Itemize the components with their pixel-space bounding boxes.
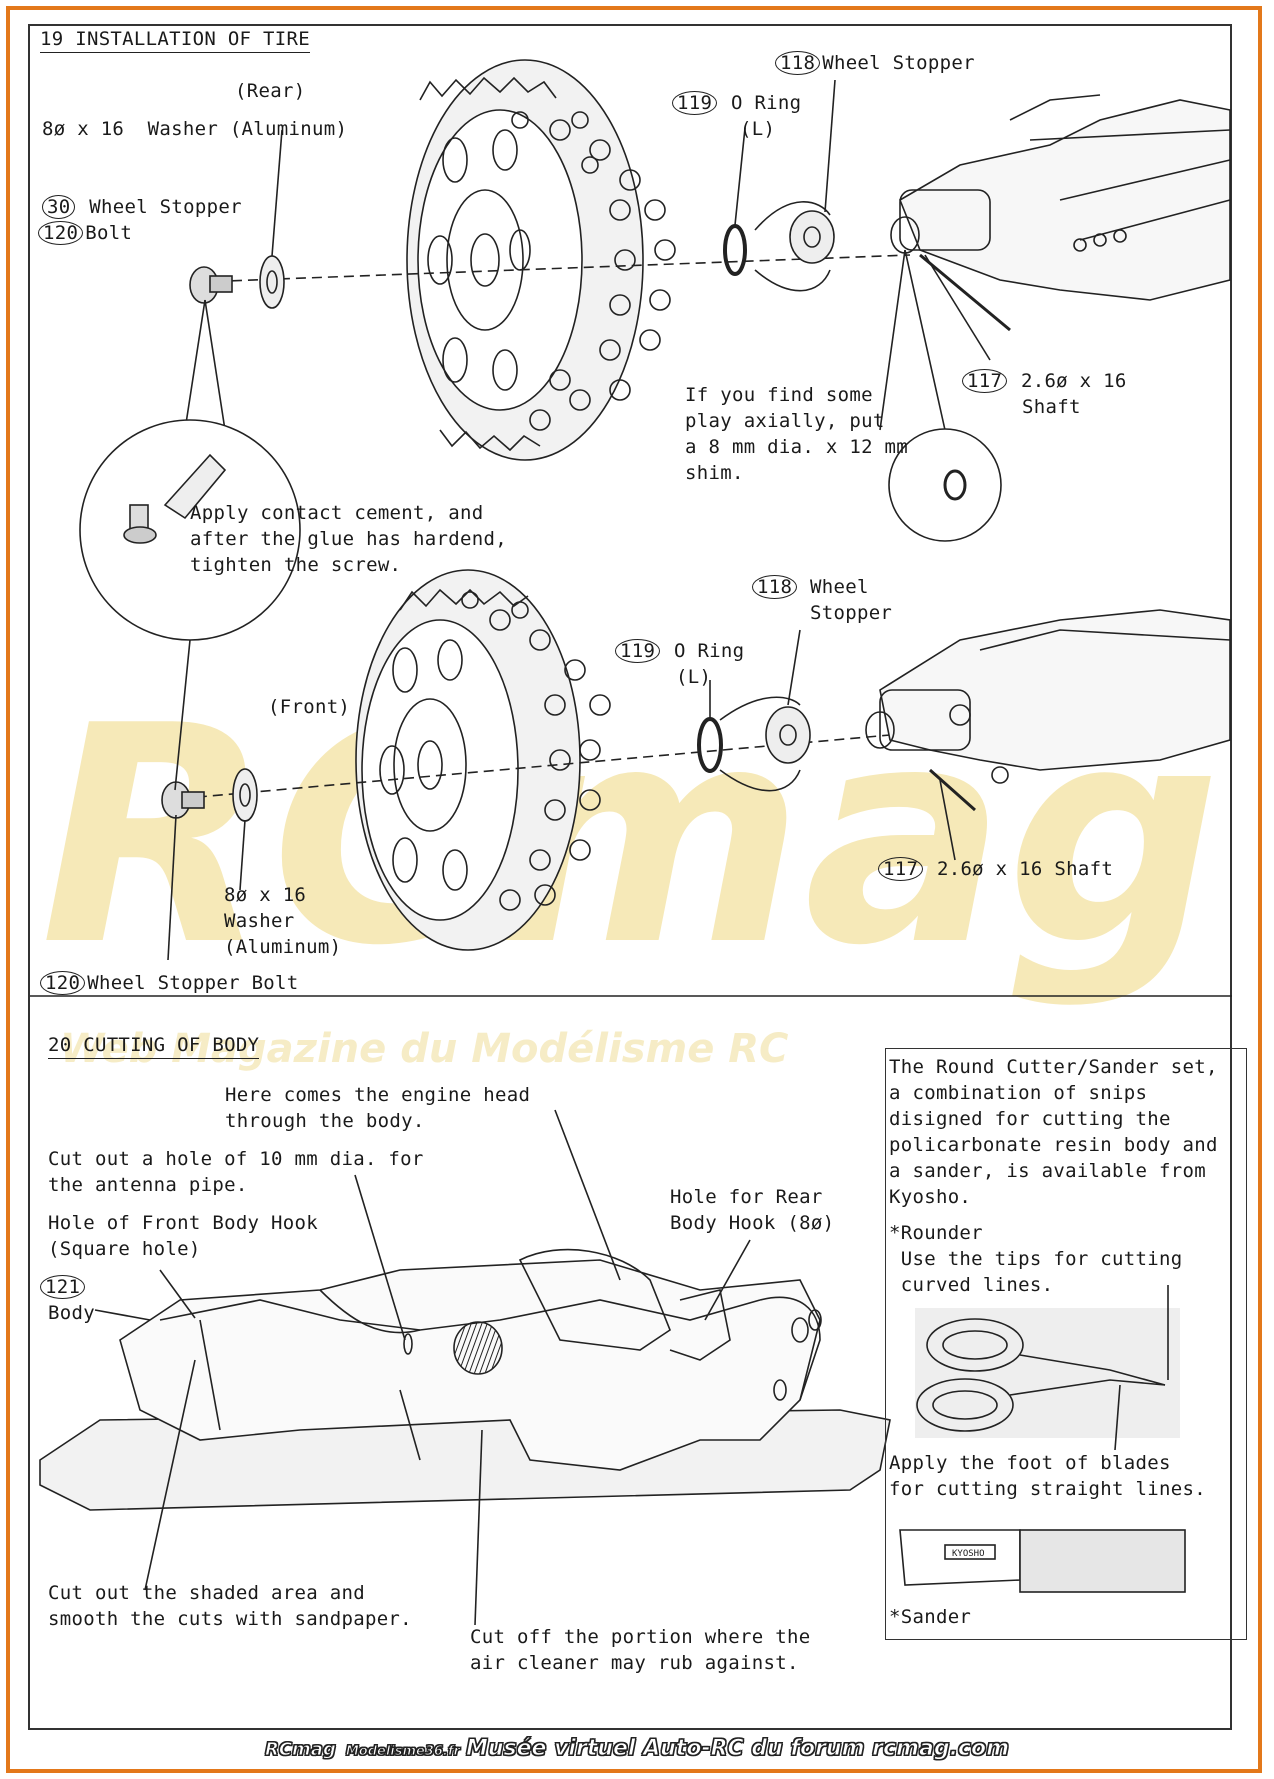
glue-bolt-icon bbox=[123, 453, 227, 544]
part-number: 119 bbox=[615, 639, 661, 663]
content-border bbox=[28, 24, 1232, 1730]
front-wheel-stopper-icon bbox=[765, 706, 811, 764]
part-number: 30 bbox=[42, 195, 76, 219]
oring-text: O Ring bbox=[730, 92, 802, 114]
rear-tire-knobs bbox=[511, 111, 676, 431]
front-axle-line bbox=[164, 734, 891, 801]
play-note: If you find some play axially, put a 8 m… bbox=[685, 384, 909, 484]
leader-line bbox=[184, 299, 206, 431]
part-number: 118 bbox=[752, 575, 798, 599]
shaft-text: 2.6ø x 16 Shaft bbox=[936, 858, 1114, 880]
front-shaft-label: 117 2.6ø x 16 Shaft bbox=[878, 856, 1113, 882]
front-oring-sub: (L) bbox=[676, 666, 712, 688]
shaft-label: 117 2.6ø x 16 bbox=[962, 368, 1127, 394]
rear-bolt-icon bbox=[189, 266, 233, 304]
rear-washer-label: 8ø x 16 Washer (Aluminum) bbox=[42, 118, 348, 140]
section-19-title: 19 INSTALLATION OF TIRE bbox=[40, 26, 310, 53]
antenna-note: Cut out a hole of 10 mm dia. for the ant… bbox=[48, 1148, 424, 1196]
sander-brand: KYOSHO bbox=[952, 1549, 985, 1559]
part-number: 117 bbox=[962, 369, 1008, 393]
part-number: 117 bbox=[878, 857, 924, 881]
footer-text: Musée virtuel Auto-RC du forum rcmag.com bbox=[465, 1736, 1010, 1762]
shaft-label-2: Shaft bbox=[1022, 396, 1081, 418]
front-wheel-stopper-label: Wheel Stopper bbox=[810, 576, 893, 624]
part-number: 120 bbox=[38, 221, 84, 245]
part-number: 118 bbox=[775, 51, 821, 75]
front-tire bbox=[355, 569, 581, 951]
front-oring-icon bbox=[697, 717, 723, 773]
section-20-title: 20 CUTTING OF BODY bbox=[48, 1032, 260, 1059]
oring-label: 119 O Ring bbox=[672, 90, 801, 116]
part-number: 119 bbox=[672, 91, 718, 115]
front-hook-note: Hole of Front Body Hook (Square hole) bbox=[48, 1212, 318, 1260]
front-label: (Front) bbox=[268, 696, 351, 718]
tool-info-text: The Round Cutter/Sander set, a combinati… bbox=[889, 1056, 1218, 1208]
wheel-stopper-text: Wheel Stopper bbox=[822, 52, 975, 74]
shim-icon bbox=[943, 469, 967, 501]
front-bolt-icon bbox=[161, 781, 205, 819]
air-cleaner-note: Cut off the portion where the air cleane… bbox=[470, 1626, 811, 1674]
rear-axle-line bbox=[199, 254, 911, 283]
rounder-snips-icon bbox=[915, 1285, 1180, 1451]
oring-sub: (L) bbox=[740, 118, 776, 140]
front-hub-assembly bbox=[865, 609, 1231, 812]
wheel-stopper-bolt-label: 30 Wheel Stopper bbox=[42, 194, 242, 220]
engine-note: Here comes the engine head through the b… bbox=[225, 1084, 531, 1132]
rear-tire bbox=[406, 59, 644, 461]
shaded-note: Cut out the shaded area and smooth the c… bbox=[48, 1582, 412, 1630]
front-tire-knobs bbox=[461, 591, 611, 911]
page-border bbox=[6, 6, 1262, 1773]
body-shell bbox=[39, 1248, 891, 1511]
bolt-text: Wheel Stopper Bolt bbox=[87, 972, 299, 994]
rear-wheel-stopper-icon bbox=[789, 210, 835, 264]
rounder-text: Use the tips for cutting curved lines. bbox=[900, 1248, 1183, 1296]
rear-oring-icon bbox=[723, 224, 747, 276]
front-oring-label: 119 O Ring bbox=[615, 638, 744, 664]
body-num: 121 bbox=[40, 1274, 87, 1300]
rear-washer-icon bbox=[259, 255, 285, 309]
tool-info-box bbox=[885, 1048, 1247, 1640]
footer-logo: RCmag bbox=[264, 1739, 336, 1761]
part-number: 121 bbox=[40, 1275, 86, 1299]
footer-logo-sub: Modelisme36.fr bbox=[345, 1744, 460, 1760]
rear-hook-note: Hole for Rear Body Hook (8ø) bbox=[670, 1186, 835, 1234]
bolt-text: Bolt bbox=[85, 222, 133, 244]
rear-hub-assembly bbox=[890, 94, 1231, 332]
rounder-title: *Rounder bbox=[889, 1222, 983, 1244]
rear-arrow-1 bbox=[754, 201, 831, 231]
front-washer-icon bbox=[232, 768, 258, 822]
oring-text: O Ring bbox=[673, 640, 745, 662]
body-label: Body bbox=[48, 1302, 95, 1324]
sander-title: *Sander bbox=[889, 1606, 972, 1628]
wheel-stopper-text: Wheel Stopper bbox=[89, 196, 242, 218]
sander-icon bbox=[899, 1528, 1190, 1602]
rear-label: (Rear) bbox=[235, 80, 306, 102]
shaft-text: 2.6ø x 16 bbox=[1020, 370, 1127, 392]
front-wheel-stopper-num: 118 bbox=[752, 574, 799, 600]
glue-note: Apply contact cement, and after the glue… bbox=[190, 502, 507, 576]
blade-text: Apply the foot of blades for cutting str… bbox=[889, 1452, 1206, 1500]
front-washer-label: 8ø x 16 Washer (Aluminum) bbox=[224, 884, 342, 958]
footer-bar: RCmag Modelisme36.fr Musée virtuel Auto-RC… bbox=[0, 1736, 1274, 1762]
part-number: 120 bbox=[40, 971, 86, 995]
